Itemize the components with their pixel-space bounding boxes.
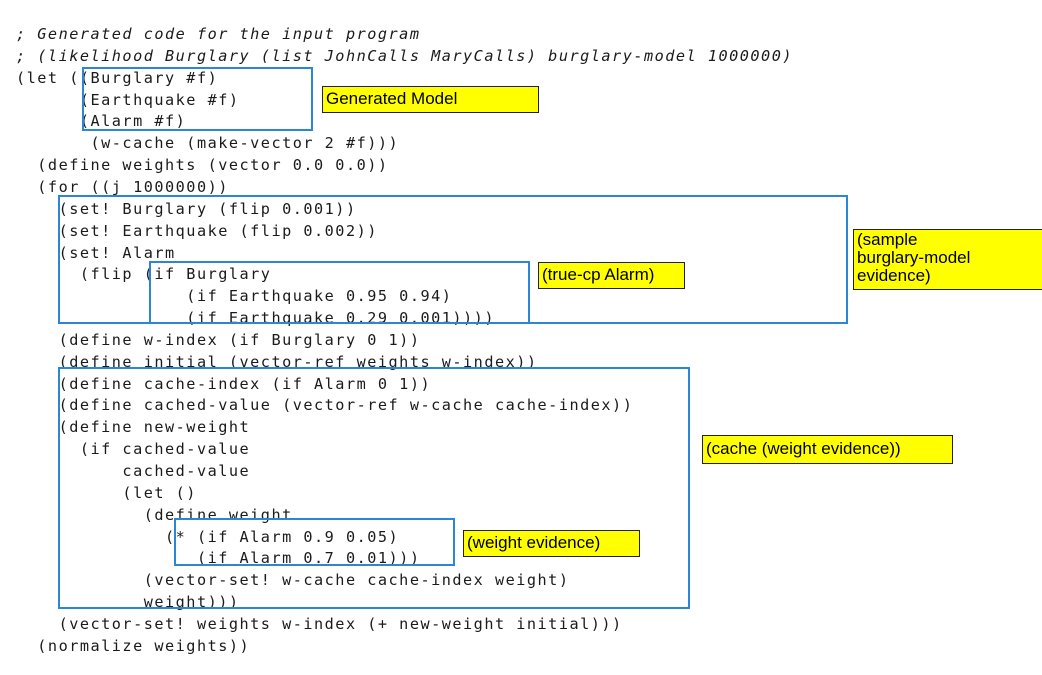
code-line: (if Earthquake 0.29 0.001)))) bbox=[16, 309, 495, 328]
code-line: (let ((Burglary #f) bbox=[16, 68, 219, 87]
code-line: (normalize weights)) bbox=[16, 636, 251, 655]
code-line: (let () bbox=[16, 483, 197, 502]
code-line: (if cached-value bbox=[16, 440, 251, 459]
code-line: (flip (if Burglary bbox=[16, 265, 272, 284]
code-line: (* (if Alarm 0.9 0.05) bbox=[16, 527, 400, 546]
code-line: (define w-index (if Burglary 0 1)) bbox=[16, 330, 421, 349]
code-line: (set! Earthquake (flip 0.002)) bbox=[16, 221, 378, 240]
true-cp-label: (true-cp Alarm) bbox=[538, 262, 685, 289]
code-line: (vector-set! w-cache cache-index weight) bbox=[16, 571, 570, 590]
code-line: cached-value bbox=[16, 462, 251, 480]
code-line: (define weights (vector 0.0 0.0)) bbox=[16, 156, 389, 175]
code-line: (define weight bbox=[16, 505, 293, 524]
code-line: ; Generated code for the input program bbox=[16, 25, 421, 43]
code-line: (if Earthquake 0.95 0.94) bbox=[16, 287, 453, 306]
code-line: ; (likelihood Burglary (list JohnCalls M… bbox=[16, 46, 793, 65]
code-line: (define new-weight bbox=[16, 418, 251, 437]
cache-label: (cache (weight evidence)) bbox=[702, 435, 953, 464]
code-line: weight))) bbox=[16, 593, 240, 612]
code-line: (Earthquake #f) bbox=[16, 90, 240, 109]
weight-evidence-label: (weight evidence) bbox=[463, 530, 640, 557]
code-line: (set! Alarm bbox=[16, 243, 176, 262]
code-line: (vector-set! weights w-index (+ new-weig… bbox=[16, 614, 623, 633]
generated-model-label: Generated Model bbox=[322, 86, 539, 113]
code-line: (if Alarm 0.7 0.01))) bbox=[16, 549, 421, 568]
code-line: (for ((j 1000000)) bbox=[16, 177, 229, 196]
sample-label: (sample burglary-model evidence) bbox=[853, 229, 1042, 290]
code-line: (define cache-index (if Alarm 0 1)) bbox=[16, 374, 432, 393]
code-line: (set! Burglary (flip 0.001)) bbox=[16, 199, 357, 218]
code-line: (Alarm #f) bbox=[16, 112, 187, 131]
code-line: (define cached-value (vector-ref w-cache… bbox=[16, 396, 634, 415]
code-line: (define initial (vector-ref weights w-in… bbox=[16, 352, 538, 371]
code-line: (w-cache (make-vector 2 #f))) bbox=[16, 134, 400, 153]
